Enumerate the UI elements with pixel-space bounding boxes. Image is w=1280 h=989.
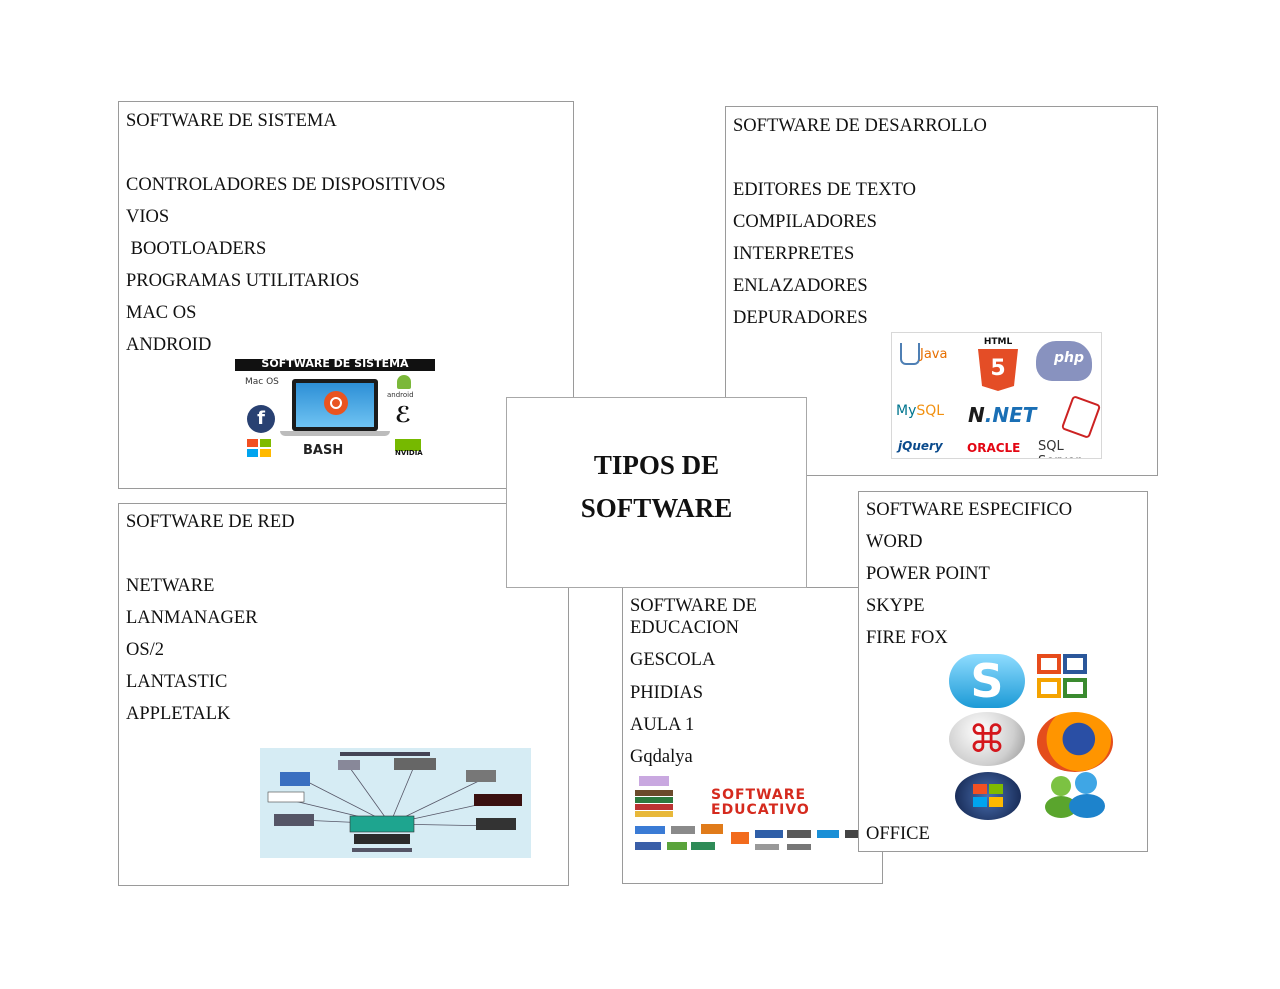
software-educacion-box: SOFTWARE DE EDUCACION GESCOLA PHIDIAS AU… <box>622 587 883 884</box>
system-banner: SOFTWARE DE SISTEMA <box>235 359 435 371</box>
oracle-logo: ORACLE <box>967 441 1021 455</box>
desarrollo-item: DEPURADORES <box>733 308 868 328</box>
network-diagram-image <box>260 748 531 858</box>
tipos-software-center-box: TIPOS DE SOFTWARE <box>506 397 807 588</box>
main-title: TIPOS DE SOFTWARE <box>507 444 806 530</box>
windows-icon <box>955 772 1021 820</box>
dev-technologies-image: Java HTML 5 php MySQL N.NET jQuery ORACL… <box>891 332 1102 459</box>
laptop-icon <box>292 379 378 431</box>
sistema-item: VIOS <box>126 207 170 227</box>
educacion-item: GESCOLA <box>630 650 716 670</box>
android-icon <box>397 375 411 389</box>
switch-icon <box>474 794 522 806</box>
windows-xp-icon <box>247 439 273 457</box>
dotnet-logo: N.NET <box>968 403 1037 427</box>
red-item: APPLETALK <box>126 704 231 724</box>
central-server <box>349 815 415 833</box>
dotnet-label: .NET <box>984 403 1037 427</box>
hub-label-bar <box>352 848 412 852</box>
desarrollo-item: INTERPRETES <box>733 244 855 264</box>
nvidia-label: NVIDIA <box>395 449 423 457</box>
ubuntu-icon <box>324 391 348 415</box>
office-icon <box>1035 652 1105 710</box>
educacion-title-2: EDUCACION <box>630 618 739 638</box>
java-cup-icon <box>900 343 920 365</box>
printer-icon <box>466 770 496 782</box>
php-elephant-icon: php <box>1036 341 1092 381</box>
desarrollo-item: ENLAZADORES <box>733 276 868 296</box>
java-logo: Java <box>920 347 948 362</box>
educacion-item: Gqdalya <box>630 747 693 767</box>
sistema-item: MAC OS <box>126 303 197 323</box>
mysql-label-b: SQL <box>916 403 945 419</box>
sistema-item: ANDROID <box>126 335 212 355</box>
educacion-title-1: SOFTWARE DE <box>630 596 757 616</box>
mysql-logo: MySQL <box>896 403 944 419</box>
main-title-line-1: TIPOS DE <box>593 450 720 480</box>
desarrollo-item: COMPILADORES <box>733 212 877 232</box>
books-icon <box>635 776 673 820</box>
skype-icon: S <box>949 654 1025 708</box>
application-icons-image: S ⌘ <box>947 650 1119 822</box>
laptop-base <box>280 431 390 436</box>
network-title-bar <box>340 752 430 756</box>
educational-title-2: EDUCATIVO <box>711 802 810 818</box>
scanner-icon <box>267 791 305 803</box>
software-especifico-box: SOFTWARE ESPECIFICO WORD POWER POINT SKY… <box>858 491 1148 852</box>
educacion-item: AULA 1 <box>630 715 695 735</box>
rack-icon <box>394 758 436 770</box>
laptop-icon <box>280 772 310 786</box>
desarrollo-title: SOFTWARE DE DESARROLLO <box>733 116 987 136</box>
red-item: NETWARE <box>126 576 215 596</box>
html5-shield: 5 <box>978 349 1018 391</box>
red-title: SOFTWARE DE RED <box>126 512 295 532</box>
main-title-line-2: SOFTWARE <box>580 493 733 523</box>
desarrollo-item: EDITORES DE TEXTO <box>733 180 916 200</box>
system-software-image: SOFTWARE DE SISTEMA Mac OS f BASH androi… <box>235 359 435 459</box>
html5-icon: HTML 5 <box>978 337 1018 391</box>
mysql-label-a: My <box>896 403 917 419</box>
especifico-item: FIRE FOX <box>866 628 948 648</box>
software-red-box: SOFTWARE DE RED NETWARE LANMANAGER OS/2 … <box>118 503 569 886</box>
educational-title-1: SOFTWARE <box>711 787 807 803</box>
especifico-item: WORD <box>866 532 923 552</box>
sqlserver-icon <box>1060 394 1101 440</box>
android-label: android <box>387 391 414 399</box>
sistema-item: BOOTLOADERS <box>126 239 267 259</box>
bash-logo: BASH <box>303 443 344 458</box>
educacion-item: PHIDIAS <box>630 683 703 703</box>
especifico-item: SKYPE <box>866 596 925 616</box>
peripherals-icon <box>476 818 516 830</box>
sistema-title: SOFTWARE DE SISTEMA <box>126 111 337 131</box>
jquery-logo: jQuery <box>898 439 943 453</box>
especifico-title: SOFTWARE ESPECIFICO <box>866 500 1073 520</box>
red-item: LANMANAGER <box>126 608 258 628</box>
especifico-item: POWER POINT <box>866 564 990 584</box>
macos-logo: Mac OS <box>245 377 279 387</box>
messenger-icon <box>1043 772 1113 820</box>
server-icon <box>338 760 360 770</box>
sistema-item: PROGRAMAS UTILITARIOS <box>126 271 360 291</box>
hub-icon <box>354 834 410 844</box>
fedora-icon: f <box>247 405 275 433</box>
html5-label: HTML <box>983 337 1013 347</box>
red-item: OS/2 <box>126 640 165 660</box>
especifico-footer: OFFICE <box>866 824 930 844</box>
acrobat-icon: ⌘ <box>949 712 1025 766</box>
nvidia-icon <box>395 439 421 451</box>
sqlserver-logo: SQL Server <box>1038 439 1081 458</box>
firefox-icon <box>1037 712 1113 772</box>
gnome-foot-icon: ℰ <box>395 403 412 428</box>
red-item: LANTASTIC <box>126 672 228 692</box>
network-diagram <box>267 752 522 852</box>
educational-title: SOFTWARE EDUCATIVO <box>711 788 810 818</box>
educational-software-image: SOFTWARE EDUCATIVO <box>631 776 875 856</box>
sistema-item: CONTROLADORES DE DISPOSITIVOS <box>126 175 446 195</box>
software-sistema-box: SOFTWARE DE SISTEMA CONTROLADORES DE DIS… <box>118 101 574 489</box>
workstation-icon <box>274 814 314 826</box>
